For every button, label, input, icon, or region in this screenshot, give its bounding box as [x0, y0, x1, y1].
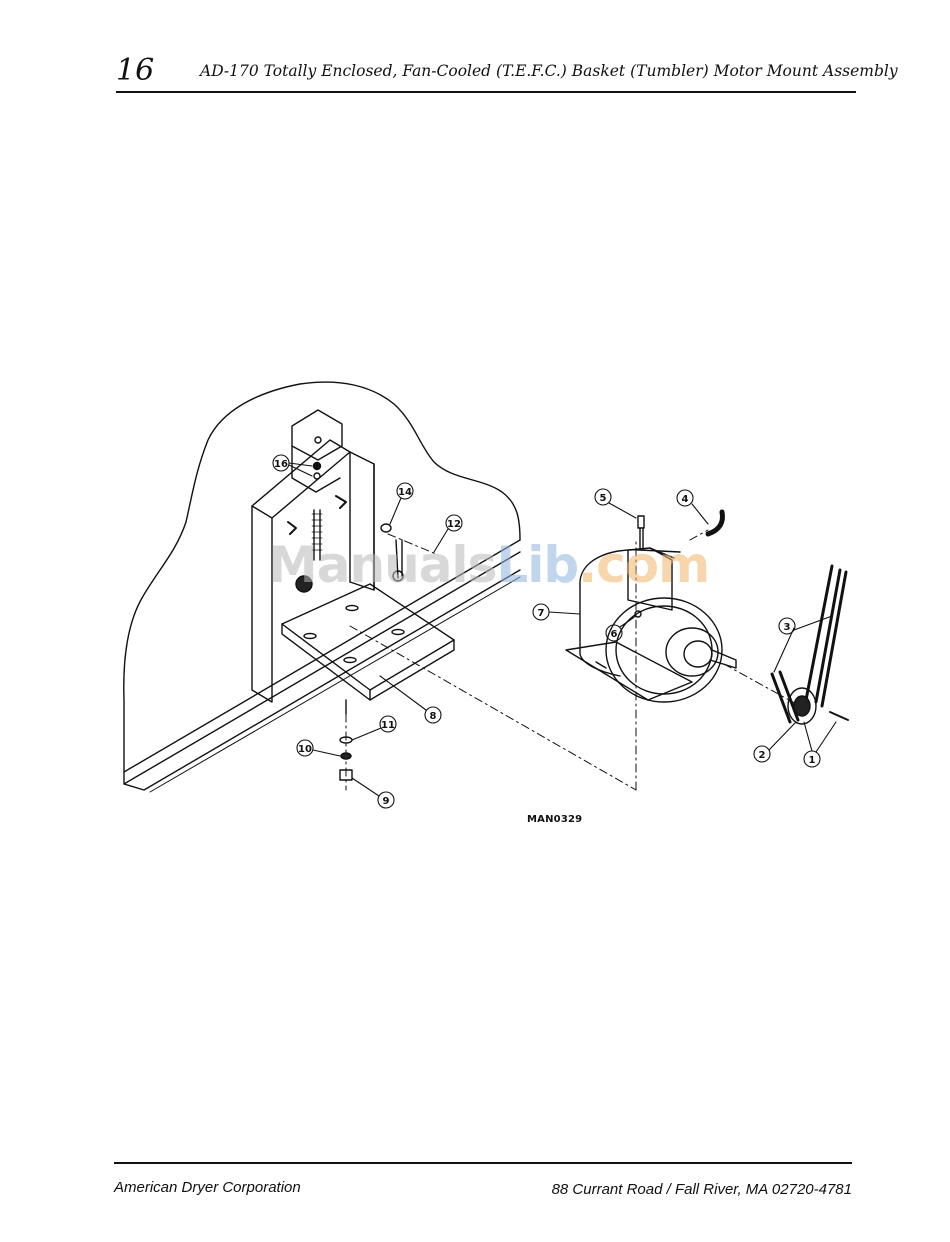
callout-5: 5	[600, 493, 607, 504]
footer-company: American Dryer Corporation	[114, 1180, 301, 1195]
footer-address: 88 Currant Road / Fall River, MA 02720-4…	[552, 1182, 852, 1197]
callout-14: 14	[398, 487, 412, 498]
callout-10: 10	[298, 744, 312, 755]
callout-16: 16	[274, 459, 288, 470]
callout-6: 6	[611, 629, 618, 640]
callout-2: 2	[759, 750, 766, 761]
callout-12: 12	[447, 519, 461, 530]
footer-rule	[114, 1162, 852, 1164]
callout-4: 4	[682, 494, 689, 505]
callout-8: 8	[430, 711, 437, 722]
callout-9: 9	[383, 796, 390, 807]
callout-7: 7	[538, 608, 545, 619]
drawing-code: MAN0329	[527, 815, 582, 825]
pulley-and-belts	[772, 566, 848, 724]
watermark: ManualsLib.com	[268, 540, 709, 590]
upper-angle-bracket	[292, 410, 342, 460]
callout-11: 11	[381, 720, 395, 731]
callout-3: 3	[784, 622, 791, 633]
motor-platform	[282, 584, 454, 690]
callout-1: 1	[809, 755, 816, 766]
